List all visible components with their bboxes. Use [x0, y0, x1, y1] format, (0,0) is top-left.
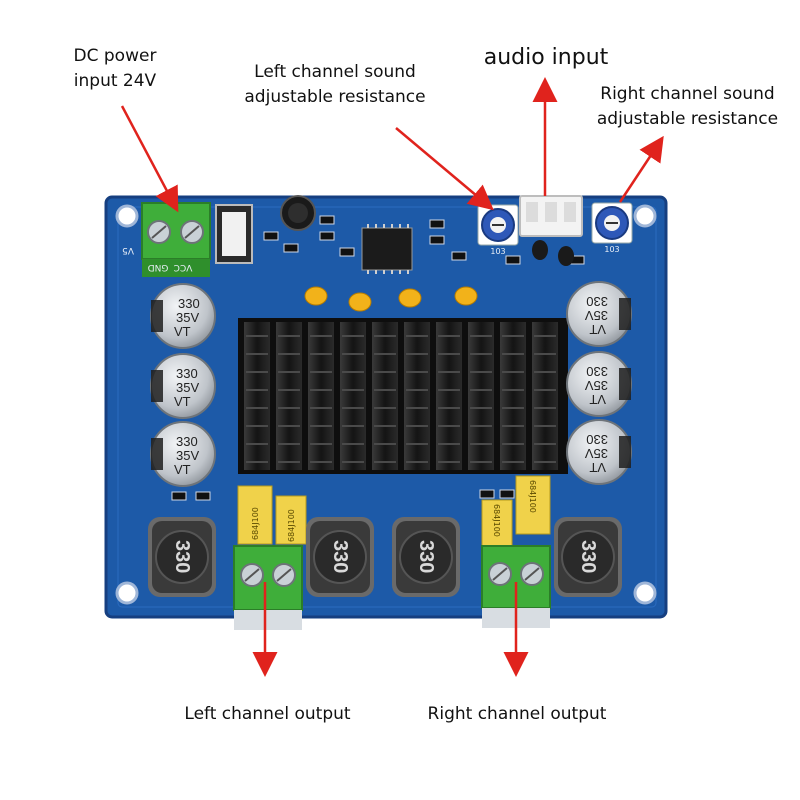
left-cap-bottom: [150, 421, 216, 487]
inductors: [148, 517, 622, 597]
label-audio-input: audio input: [483, 45, 609, 70]
inductor-mark: 330: [329, 540, 351, 573]
label-left-channel-volume: Left channel sound adjustable resistance: [220, 60, 450, 109]
left-electrolytic-capacitors: [150, 283, 216, 487]
label-left-channel-output: Left channel output: [184, 704, 351, 724]
cap-mark-series: VT: [589, 460, 606, 475]
cap-mark-voltage: 35V: [176, 380, 199, 395]
left-cap-middle: [150, 353, 216, 419]
cap-mark-voltage: 35V: [585, 446, 608, 461]
cap-mark-value: 330: [586, 432, 608, 447]
cap-mark-voltage: 35V: [176, 310, 199, 325]
inductor-marks: 330 330 330 330: [171, 540, 599, 573]
annotation-arrows: [120, 77, 664, 677]
board-tag-label: V5: [122, 245, 134, 255]
right-cap-bottom: [566, 419, 632, 485]
op-amp-chip: [361, 224, 413, 274]
film-cap-mark: 684J100: [287, 509, 296, 542]
right-cap-top: [566, 281, 632, 347]
right-pot-mark: 103: [604, 245, 619, 254]
label-right-volume-line1: Right channel sound: [600, 84, 775, 104]
heatsink-fin: [404, 322, 430, 470]
left-output-terminal: [233, 545, 303, 630]
left-pot-mark: 103: [490, 247, 505, 256]
inductor-mark: 330: [415, 540, 437, 573]
film-capacitors: [237, 475, 551, 547]
inductor-mark: 330: [171, 540, 193, 573]
heatsink-fin: [276, 322, 302, 470]
heatsink-fin: [244, 322, 270, 470]
cap-mark-value: 330: [178, 296, 200, 311]
left-volume-potentiometer: [477, 204, 519, 246]
arrow-right-volume: [618, 135, 664, 203]
heatsink-fin: [308, 322, 334, 470]
right-cap-marks: 330 35V VT 330 35V VT 330 35V VT: [585, 294, 608, 475]
right-electrolytic-capacitors: [566, 281, 632, 485]
cap-mark-value: 330: [586, 294, 608, 309]
arrow-dc-power: [120, 105, 179, 213]
film-cap-marks: 684J100 684J100 684J100 684J100: [251, 480, 537, 542]
heatsink-fin: [500, 322, 526, 470]
diode-block: [215, 204, 253, 264]
audio-input-connector: [519, 195, 583, 266]
pad-gnd-label: GND: [148, 262, 169, 272]
top-electrolytic-capacitor: [280, 195, 316, 231]
inductor-mark: 330: [577, 540, 599, 573]
cap-mark-series: VT: [174, 324, 191, 339]
left-cap-top: [150, 283, 216, 349]
cap-mark-value: 330: [176, 366, 198, 381]
heatsink-fin: [372, 322, 398, 470]
left-cap-marks: 330 35V VT 330 35V VT 330 35V VT: [174, 296, 200, 477]
heatsink: [238, 318, 568, 474]
inductor-3: [392, 517, 460, 597]
heatsink-fin: [468, 322, 494, 470]
label-right-channel-output: Right channel output: [427, 704, 607, 724]
film-cap-mark: 684J100: [528, 480, 537, 513]
cap-mark-value: 330: [176, 434, 198, 449]
label-left-volume-line1: Left channel sound: [254, 62, 416, 82]
label-dc-power-line1: DC power: [73, 46, 157, 66]
heatsink-fin: [340, 322, 366, 470]
inductor-2: [306, 517, 374, 597]
film-cap-mark: 684J100: [251, 507, 260, 540]
label-right-channel-volume: Right channel sound adjustable resistanc…: [580, 82, 795, 131]
pad-vcc-label: VCC: [174, 262, 193, 272]
mounting-holes: [115, 204, 657, 605]
inductor-4: [554, 517, 622, 597]
label-dc-power-input: DC power input 24V: [40, 44, 190, 93]
cap-mark-voltage: 35V: [176, 448, 199, 463]
cap-mark-series: VT: [589, 322, 606, 337]
tantalum-capacitors: [304, 286, 478, 312]
smd-components: [171, 215, 585, 501]
cap-mark-series: VT: [589, 392, 606, 407]
label-left-volume-line2: adjustable resistance: [244, 86, 426, 107]
cap-mark-voltage: 35V: [585, 308, 608, 323]
cap-mark-series: VT: [174, 394, 191, 409]
film-cap-mark: 684J100: [492, 504, 501, 537]
cap-mark-value: 330: [586, 364, 608, 379]
right-volume-potentiometer: [591, 202, 633, 244]
right-cap-middle: [566, 351, 632, 417]
heatsink-fin: [532, 322, 558, 470]
label-dc-power-line2: input 24V: [73, 70, 157, 91]
label-right-volume-line2: adjustable resistance: [596, 108, 779, 129]
heatsink-fin: [436, 322, 462, 470]
cap-mark-series: VT: [174, 462, 191, 477]
inductor-1: [148, 517, 216, 597]
arrow-left-volume: [395, 127, 494, 211]
cap-mark-voltage: 35V: [585, 378, 608, 393]
